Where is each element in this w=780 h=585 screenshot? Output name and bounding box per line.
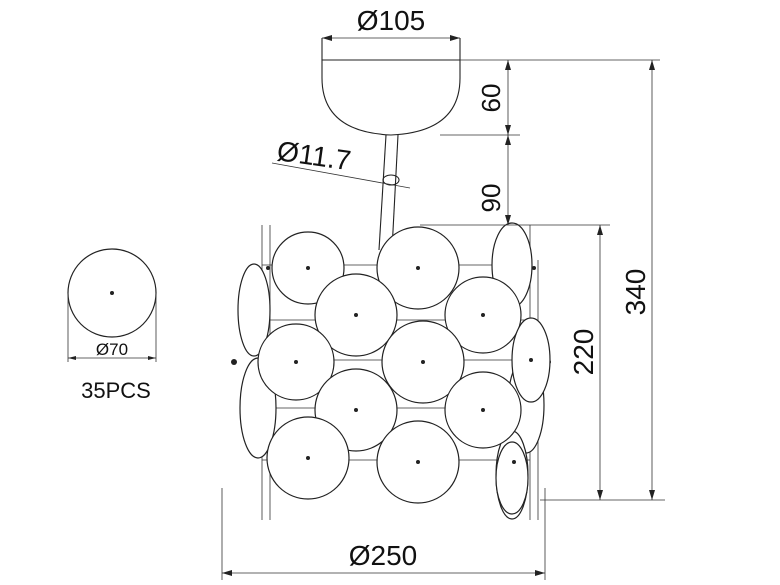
dim-rod-diameter: Ø11.7 bbox=[271, 135, 411, 189]
glass-discs bbox=[237, 222, 551, 520]
disc bbox=[495, 441, 529, 515]
canopy-diameter-label: Ø105 bbox=[357, 5, 426, 36]
dim-overall-diameter: Ø250 bbox=[221, 488, 546, 580]
disc-detail: Ø70 35PCS bbox=[67, 248, 157, 403]
canopy bbox=[321, 38, 461, 136]
overall-diameter-label: Ø250 bbox=[349, 540, 418, 571]
overall-height-label: 340 bbox=[620, 269, 651, 316]
rod bbox=[378, 134, 400, 251]
rod-diameter-label: Ø11.7 bbox=[275, 135, 353, 176]
canopy-height-label: 60 bbox=[476, 84, 506, 113]
body-height-label: 220 bbox=[568, 329, 599, 376]
disc bbox=[237, 263, 271, 357]
dim-body-height: 220 bbox=[568, 225, 603, 500]
dim-rod-length: 90 bbox=[420, 135, 610, 226]
disc-quantity-label: 35PCS bbox=[81, 378, 151, 403]
disc-diameter-label: Ø70 bbox=[96, 340, 128, 359]
rod-length-label: 90 bbox=[476, 184, 506, 213]
dim-canopy-diameter: Ø105 bbox=[322, 5, 460, 41]
dim-overall-height: 340 bbox=[540, 60, 665, 501]
dim-canopy-height: 60 bbox=[440, 59, 660, 136]
